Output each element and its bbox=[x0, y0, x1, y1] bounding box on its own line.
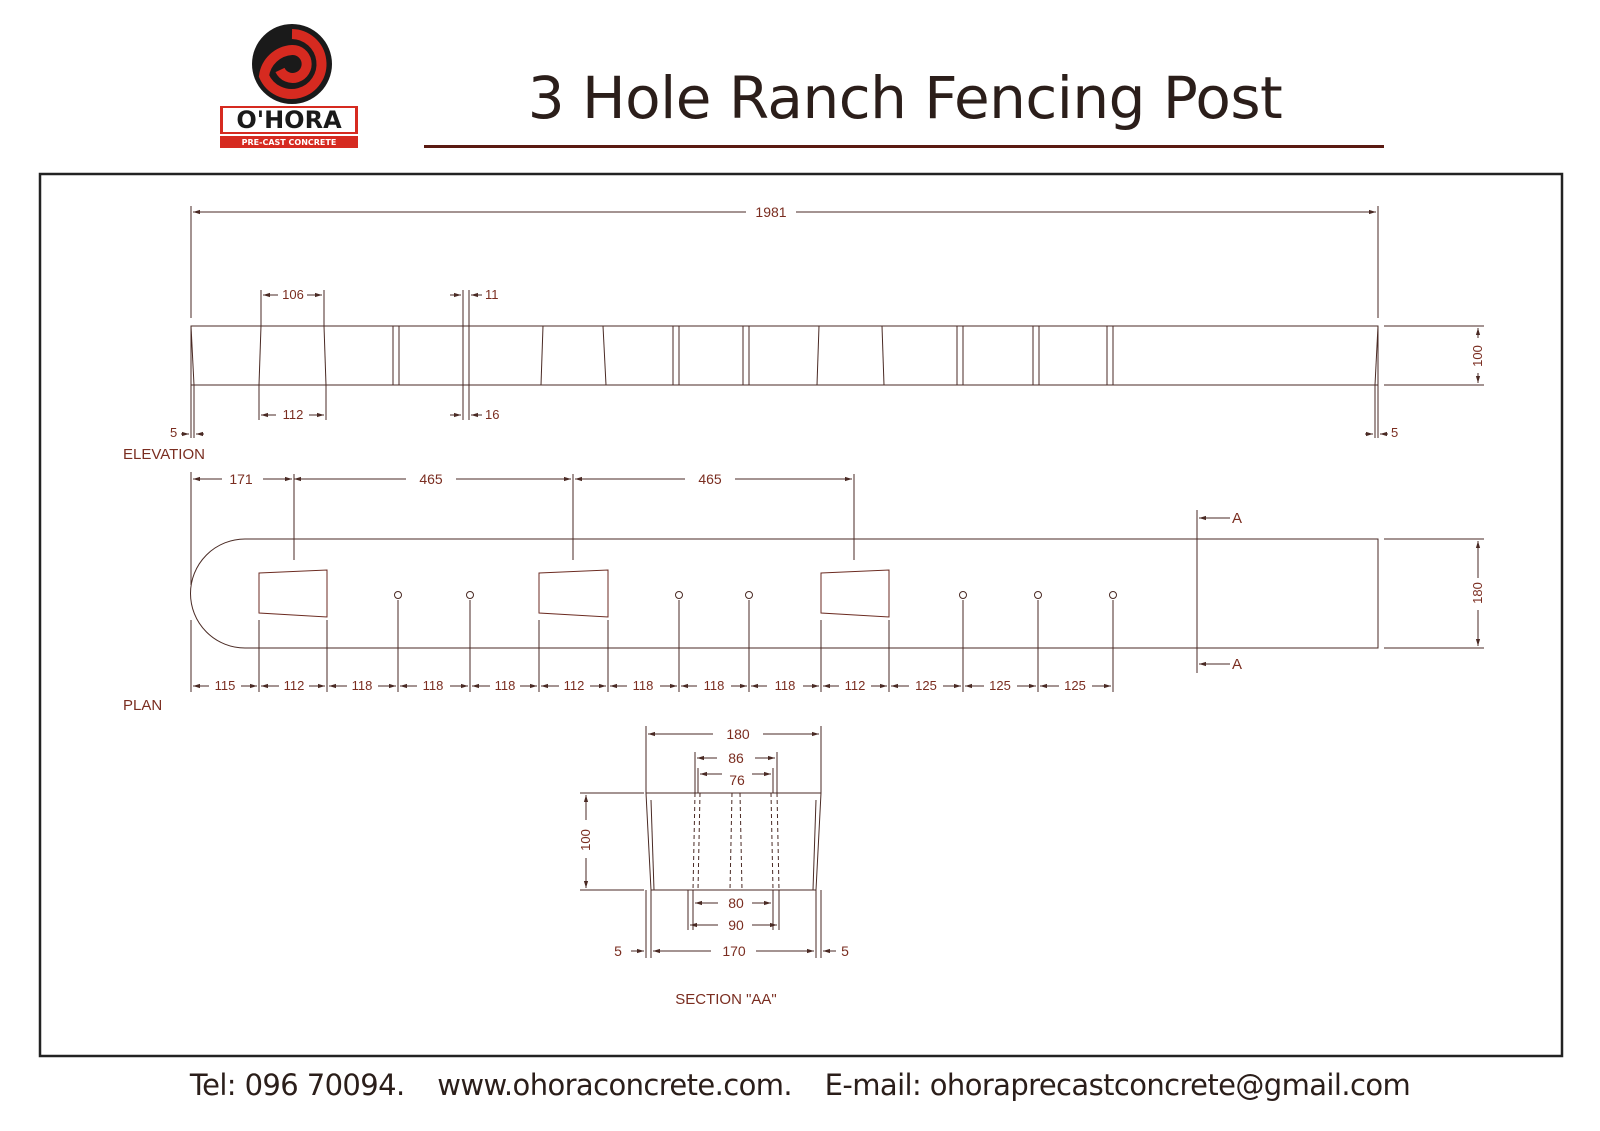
dim-chain-item: 118 bbox=[633, 678, 654, 693]
dim-section-76: 76 bbox=[729, 772, 745, 788]
logo-name: O'HORA bbox=[236, 106, 342, 134]
dim-chain-item: 118 bbox=[775, 678, 796, 693]
dim-section-top-width: 180 bbox=[726, 726, 750, 742]
post-plan-outline bbox=[190, 538, 1379, 649]
dim-chain-item: 125 bbox=[1064, 678, 1086, 693]
section-marker-top: A bbox=[1232, 510, 1242, 527]
elevation-label: ELEVATION bbox=[123, 446, 205, 463]
plan-label: PLAN bbox=[123, 697, 162, 714]
dim-section-side-right: 5 bbox=[841, 943, 849, 959]
dim-section-height: 100 bbox=[578, 829, 593, 851]
contact-footer: Tel: 096 70094. www.ohoraconcrete.com. E… bbox=[0, 1068, 1600, 1102]
dim-taper-right: 5 bbox=[1391, 425, 1398, 440]
section-aa-view bbox=[580, 726, 836, 958]
dim-chain-item: 118 bbox=[495, 678, 516, 693]
section-dimensions: 180 86 76 100 80 90 170 5 5 SECTION "AA" bbox=[578, 726, 849, 1008]
dim-section-side-left: 5 bbox=[614, 943, 622, 959]
section-label: SECTION "AA" bbox=[675, 991, 777, 1008]
hole-1 bbox=[258, 569, 328, 618]
dim-slot-bottom: 16 bbox=[485, 407, 499, 422]
elevation-dimensions: 1981 106 112 11 16 100 5 5 ELEVATION bbox=[123, 204, 1485, 463]
dim-hole-spacing-1: 465 bbox=[419, 471, 443, 487]
dim-chain-item: 118 bbox=[704, 678, 725, 693]
logo-banner-inner bbox=[223, 108, 355, 132]
title-underline bbox=[424, 145, 1384, 148]
page-title: 3 Hole Ranch Fencing Post bbox=[527, 64, 1283, 132]
dim-chain-item: 112 bbox=[845, 678, 866, 693]
dim-to-first-hole: 171 bbox=[229, 471, 253, 487]
plan-view bbox=[190, 472, 1484, 692]
dim-section-80: 80 bbox=[728, 895, 744, 911]
hole-3 bbox=[820, 569, 890, 618]
section-outline bbox=[645, 792, 822, 891]
logo-swirl bbox=[258, 29, 327, 99]
dim-hole-spacing-2: 465 bbox=[698, 471, 722, 487]
plan-dimensions: 171 465 465 A A 180 115 112 118 118 118 … bbox=[123, 471, 1485, 714]
dim-taper-left: 5 bbox=[170, 425, 177, 440]
logo-tagline: PRE-CAST CONCRETE bbox=[242, 138, 337, 147]
dim-section-bottom-width: 170 bbox=[722, 943, 746, 959]
dim-chain-item: 125 bbox=[989, 678, 1011, 693]
logo-tagline-bar bbox=[220, 136, 358, 148]
dim-chain-item: 118 bbox=[423, 678, 444, 693]
dim-elevation-height: 100 bbox=[1470, 345, 1485, 367]
dim-chain-item: 125 bbox=[915, 678, 937, 693]
footer-tel: Tel: 096 70094. bbox=[189, 1068, 405, 1102]
dim-slot-top: 11 bbox=[485, 287, 499, 302]
post-elevation-outline bbox=[190, 325, 1379, 386]
elevation-view bbox=[181, 206, 1484, 438]
dim-section-86: 86 bbox=[728, 750, 744, 766]
dim-overall-length: 1981 bbox=[755, 204, 786, 220]
dim-hole-bottom: 112 bbox=[283, 407, 304, 422]
dim-plan-width: 180 bbox=[1470, 582, 1485, 604]
drawing-frame bbox=[38, 172, 1564, 1058]
dim-chain-item: 118 bbox=[352, 678, 373, 693]
dim-chain-item: 112 bbox=[564, 678, 585, 693]
footer-email[interactable]: E-mail: ohoraprecastconcrete@gmail.com bbox=[824, 1068, 1411, 1102]
footer-website[interactable]: www.ohoraconcrete.com. bbox=[437, 1068, 793, 1102]
dim-chain-item: 115 bbox=[215, 678, 236, 693]
ohora-logo: O'HORA PRE-CAST CONCRETE bbox=[220, 24, 358, 148]
dim-chain-item: 112 bbox=[284, 678, 305, 693]
dim-section-90: 90 bbox=[728, 917, 744, 933]
dim-hole-top: 106 bbox=[282, 287, 304, 302]
hole-2 bbox=[538, 569, 609, 618]
section-marker-bottom: A bbox=[1232, 656, 1242, 673]
